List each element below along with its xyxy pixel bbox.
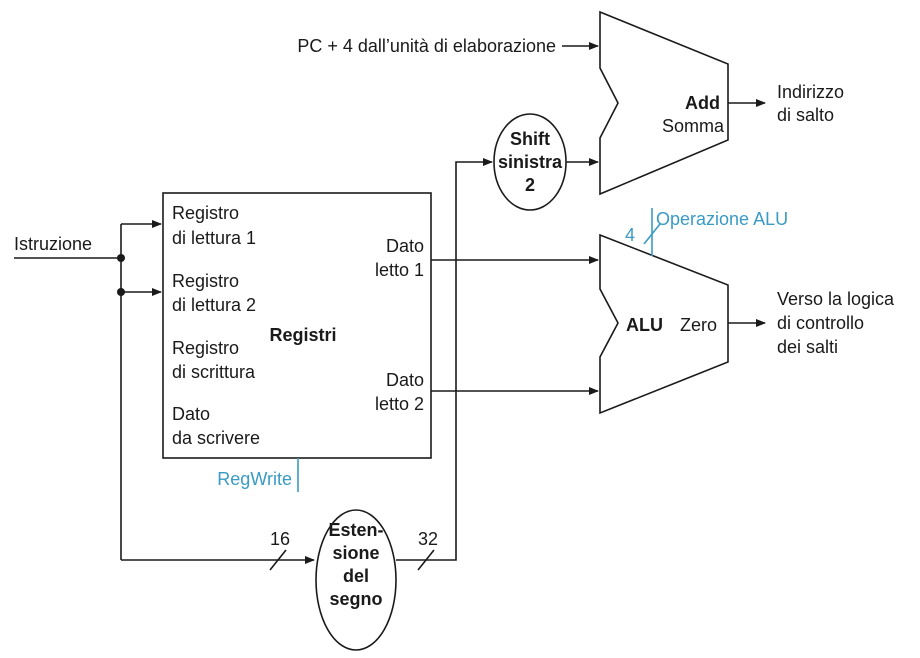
- write-reg-label-1: Registro: [172, 338, 239, 358]
- adder-output-label-2: di salto: [777, 105, 834, 125]
- adder-shape: [599, 10, 729, 196]
- write-data-label-1: Dato: [172, 404, 210, 424]
- read-data2-label-2: letto 2: [375, 394, 424, 414]
- adder-title: Add: [685, 93, 720, 113]
- adder-subtitle: Somma: [662, 116, 725, 136]
- adder-output-label-1: Indirizzo: [777, 82, 844, 102]
- read-reg1-label-1: Registro: [172, 203, 239, 223]
- junction-dot-2: [117, 288, 125, 296]
- alu-output-label-3: dei salti: [777, 337, 838, 357]
- bus16-label: 16: [270, 529, 290, 549]
- pc4-label: PC + 4 dall’unità di elaborazione: [297, 36, 556, 56]
- sign-extend-label-3: del: [343, 566, 369, 586]
- bus16-slash: [269, 549, 287, 571]
- aluop-slash: [643, 223, 661, 245]
- aluop-bits-label: 4: [625, 225, 635, 245]
- alu-output-label-1: Verso la logica: [777, 289, 895, 309]
- sign-extend-label-4: segno: [329, 589, 382, 609]
- junction-dot-1: [117, 254, 125, 262]
- register-file-title: Registri: [269, 325, 336, 345]
- write-data-label-2: da scrivere: [172, 428, 260, 448]
- shift-label-1: Shift: [510, 129, 550, 149]
- aluop-label: Operazione ALU: [656, 209, 788, 229]
- alu-output-label-2: di controllo: [777, 313, 864, 333]
- write-reg-label-2: di scrittura: [172, 362, 256, 382]
- alu-shape: [599, 233, 729, 415]
- shift-label-2: sinistra: [498, 152, 563, 172]
- read-reg2-label-2: di lettura 2: [172, 295, 256, 315]
- read-data1-label-2: letto 1: [375, 260, 424, 280]
- read-data1-label-1: Dato: [386, 236, 424, 256]
- register-file: [162, 192, 432, 459]
- sign-extend-label-2: sione: [332, 543, 379, 563]
- bus32-slash: [417, 549, 435, 571]
- read-reg1-label-2: di lettura 1: [172, 228, 256, 248]
- instruction-label: Istruzione: [14, 234, 92, 254]
- regwrite-label: RegWrite: [217, 469, 292, 489]
- shift-label-3: 2: [525, 175, 535, 195]
- sign-extend: [315, 509, 397, 651]
- alu-zero-label: Zero: [680, 315, 717, 335]
- read-reg2-label-1: Registro: [172, 271, 239, 291]
- alu-title: ALU: [626, 315, 663, 335]
- bus32-label: 32: [418, 529, 438, 549]
- read-data2-label-1: Dato: [386, 370, 424, 390]
- sign-extend-label-1: Esten-: [328, 520, 383, 540]
